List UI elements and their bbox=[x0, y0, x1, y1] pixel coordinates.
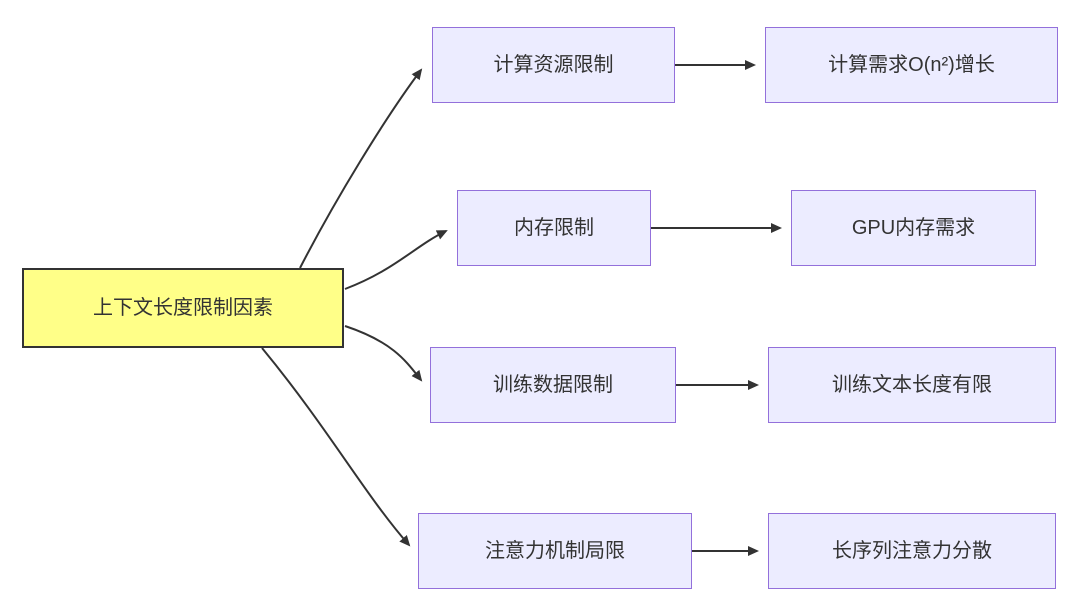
node-context-length-limit-factors: 上下文长度限制因素 bbox=[22, 268, 344, 348]
edge-root-to-attention-limitation bbox=[261, 347, 411, 547]
node-memory-limit: 内存限制 bbox=[457, 190, 651, 266]
node-gpu-memory-demand: GPU内存需求 bbox=[791, 190, 1036, 266]
node-training-text-length-limited: 训练文本长度有限 bbox=[768, 347, 1056, 423]
node-compute-resource-limit: 计算资源限制 bbox=[432, 27, 675, 103]
node-training-data-limit: 训练数据限制 bbox=[430, 347, 676, 423]
edge-root-to-training-data-limit bbox=[344, 325, 423, 382]
node-attention-mechanism-limitation: 注意力机制局限 bbox=[418, 513, 692, 589]
node-compute-demand-growth: 计算需求O(n²)增长 bbox=[765, 27, 1058, 103]
node-long-sequence-attention-dispersion: 长序列注意力分散 bbox=[768, 513, 1056, 589]
edge-root-to-compute-limit bbox=[299, 68, 423, 269]
edge-root-to-memory-limit bbox=[344, 230, 448, 290]
